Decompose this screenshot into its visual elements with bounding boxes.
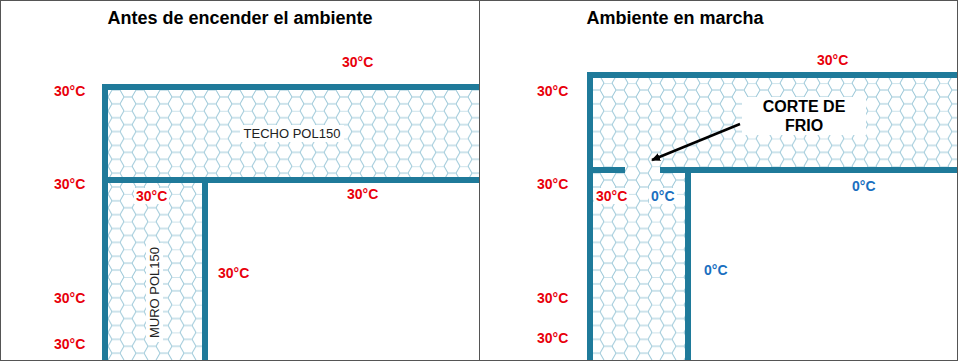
roof-panel: TECHO POL150 — [105, 87, 479, 180]
temperature-label: 30°C — [815, 52, 850, 68]
panel-label: TECHO POL150 — [240, 125, 345, 142]
temperature-label: 30°C — [52, 176, 87, 192]
panel-label: MURO POL150 — [146, 242, 163, 341]
temperature-label: 30°C — [535, 176, 570, 192]
temperature-label: 30°C — [52, 83, 87, 99]
leader-arrow — [652, 124, 740, 160]
temperature-label: 0°C — [649, 188, 677, 204]
roof-core — [593, 78, 958, 167]
temperature-label: 30°C — [535, 83, 570, 99]
temperature-label: 30°C — [216, 265, 251, 281]
temperature-label: 0°C — [850, 178, 878, 194]
temperature-label: 30°C — [340, 54, 375, 70]
panel-skin — [102, 84, 479, 361]
temperature-label: 30°C — [594, 188, 629, 204]
callout-label: CORTE DE FRIO — [742, 97, 866, 135]
temperature-label: 30°C — [345, 186, 380, 202]
panel-divider — [479, 0, 480, 361]
panel-title: Antes de encender el ambiente — [107, 8, 372, 29]
wall-core — [108, 183, 202, 361]
roof-core — [108, 90, 479, 177]
panel-title: Ambiente en marcha — [586, 8, 763, 29]
temperature-label: 30°C — [52, 290, 87, 306]
temperature-label: 0°C — [702, 262, 730, 278]
panel-skin — [587, 72, 958, 361]
temperature-label: 30°C — [535, 330, 570, 346]
temperature-label: 30°C — [134, 188, 169, 204]
wall-panel: MURO POL150 — [105, 180, 205, 361]
temperature-label: 30°C — [52, 336, 87, 352]
wall-core — [593, 167, 685, 361]
temperature-label: 30°C — [535, 290, 570, 306]
